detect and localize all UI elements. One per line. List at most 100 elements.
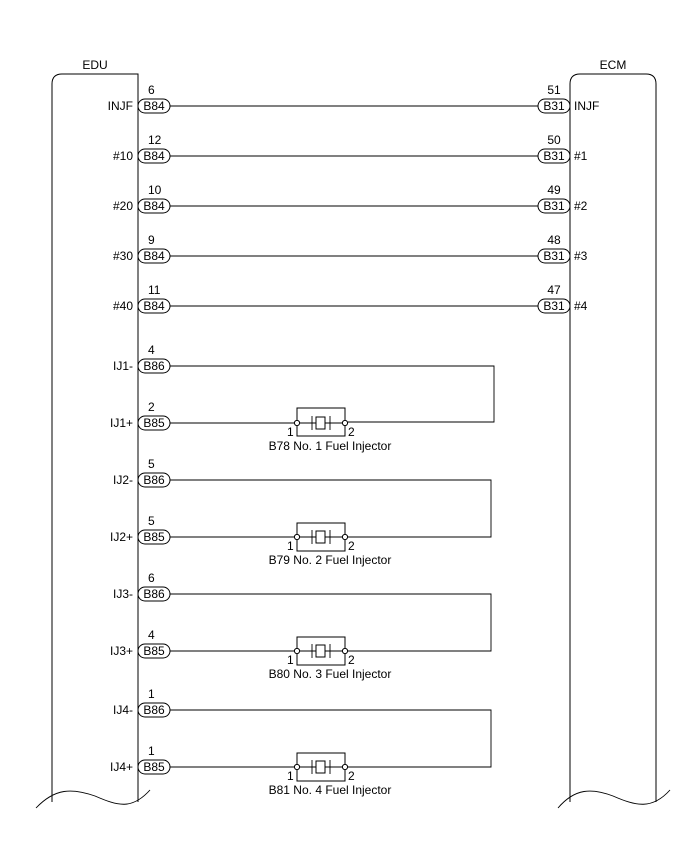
plus-connector-shape (137, 415, 171, 431)
injector-label: B80 No. 3 Fuel Injector (269, 667, 392, 681)
edu-ecm-circuit: 12 B84 #10 50 B31 #1 (113, 133, 588, 164)
minus-connector-shape (137, 586, 171, 602)
ecm-pin-number: 50 (547, 133, 561, 147)
edu-ecm-circuit: 9 B84 #30 48 B31 #3 (113, 233, 588, 264)
minus-connector-code: B86 (143, 473, 165, 487)
edu-connector-shape (137, 248, 171, 264)
injector-coil (315, 530, 326, 544)
ecm-pin-number: 49 (547, 183, 561, 197)
ecm-connector-code: B31 (543, 199, 565, 213)
minus-pin-number: 4 (148, 343, 155, 357)
edu-body (51, 73, 139, 802)
plus-pin-number: 5 (148, 514, 155, 528)
injector-pin-2: 2 (348, 539, 355, 553)
edu-connector-code: B84 (143, 199, 165, 213)
ecm-title: ECM (600, 58, 627, 72)
edu-break-line (35, 789, 151, 809)
plus-connector-shape (137, 643, 171, 659)
ecm-connector-code: B31 (543, 249, 565, 263)
ecm-connector-shape (537, 198, 571, 214)
injector-terminal-1 (293, 419, 301, 427)
injector-circuit: 4 B86 IJ1- 2 B85 IJ1+ 1 2 B78 No. 1 Fuel… (110, 343, 495, 453)
ecm-connector-code: B31 (543, 149, 565, 163)
injector-terminal-2 (341, 647, 349, 655)
minus-connector-shape (137, 472, 171, 488)
minus-wire (170, 593, 492, 652)
minus-connector-code: B86 (143, 703, 165, 717)
minus-pin-label: IJ3- (113, 587, 133, 601)
plus-pin-label: IJ3+ (110, 644, 133, 658)
ecm-break-line (557, 789, 671, 809)
minus-pin-label: IJ4- (113, 703, 133, 717)
minus-connector-shape (137, 702, 171, 718)
edu-ecm-circuit: 11 B84 #40 47 B31 #4 (113, 283, 588, 314)
edu-pin-number: 11 (148, 283, 161, 297)
injector-terminal-1 (293, 533, 301, 541)
minus-pin-label: IJ2- (113, 473, 133, 487)
edu-pin-number: 12 (148, 133, 162, 147)
minus-connector-shape (137, 358, 171, 374)
minus-pin-number: 6 (148, 571, 155, 585)
injector-pin-1: 1 (287, 653, 294, 667)
injector-pin-1: 1 (287, 539, 294, 553)
ecm-connector-shape (537, 298, 571, 314)
injector-terminal-2 (341, 533, 349, 541)
edu-connector-code: B84 (143, 299, 165, 313)
plus-pin-label: IJ4+ (110, 760, 133, 774)
edu-pin-label: #20 (113, 199, 133, 213)
minus-pin-label: IJ1- (113, 359, 133, 373)
injector-pin-2: 2 (348, 653, 355, 667)
ecm-pin-label: #4 (574, 299, 588, 313)
plus-connector-code: B85 (143, 760, 165, 774)
minus-connector-code: B86 (143, 359, 165, 373)
edu-connector-code: B84 (143, 249, 165, 263)
plus-connector-shape (137, 529, 171, 545)
injector-label: B81 No. 4 Fuel Injector (269, 783, 392, 797)
plus-pin-number: 4 (148, 628, 155, 642)
injector-circuit: 5 B86 IJ2- 5 B85 IJ2+ 1 2 B79 No. 2 Fuel… (110, 457, 492, 567)
edu-ecm-circuit: 10 B84 #20 49 B31 #2 (113, 183, 588, 214)
edu-pin-number: 9 (148, 233, 155, 247)
injector-coil (315, 760, 326, 774)
ecm-body (569, 73, 657, 802)
edu-connector-shape (137, 148, 171, 164)
edu-pin-number: 6 (148, 83, 155, 97)
injector-coil (315, 644, 326, 658)
ecm-pin-number: 51 (547, 83, 561, 97)
minus-wire (170, 709, 492, 768)
minus-pin-number: 5 (148, 457, 155, 471)
injector-pin-1: 1 (287, 425, 294, 439)
plus-pin-number: 1 (148, 744, 155, 758)
edu-pin-number: 10 (148, 183, 162, 197)
ecm-connector-shape (537, 98, 571, 114)
ecm-pin-number: 48 (547, 233, 561, 247)
injector-circuit: 6 B86 IJ3- 4 B85 IJ3+ 1 2 B80 No. 3 Fuel… (110, 571, 492, 681)
edu-connector-shape (137, 98, 171, 114)
ecm-connector-shape (537, 248, 571, 264)
plus-connector-code: B85 (143, 416, 165, 430)
injector-pin-2: 2 (348, 425, 355, 439)
injector-pin-1: 1 (287, 769, 294, 783)
edu-pin-label: #30 (113, 249, 133, 263)
injector-terminal-2 (341, 419, 349, 427)
edu-pin-label: INJF (108, 99, 133, 113)
plus-pin-label: IJ1+ (110, 416, 133, 430)
plus-connector-shape (137, 759, 171, 775)
ecm-pin-label: INJF (574, 99, 599, 113)
minus-pin-number: 1 (148, 687, 155, 701)
edu-connector-code: B84 (143, 149, 165, 163)
edu-ecm-circuit: 6 B84 INJF 51 B31 INJF (108, 83, 599, 114)
injector-terminal-1 (293, 763, 301, 771)
edu-connector-code: B84 (143, 99, 165, 113)
edu-title: EDU (82, 58, 107, 72)
edu-pin-label: #10 (113, 149, 133, 163)
ecm-connector-code: B31 (543, 299, 565, 313)
injector-terminal-2 (341, 763, 349, 771)
injector-circuits: 4 B86 IJ1- 2 B85 IJ1+ 1 2 B78 No. 1 Fuel… (110, 343, 495, 797)
plus-pin-number: 2 (148, 400, 155, 414)
edu-connector-shape (137, 198, 171, 214)
edu-connector-shape (137, 298, 171, 314)
plus-connector-code: B85 (143, 644, 165, 658)
